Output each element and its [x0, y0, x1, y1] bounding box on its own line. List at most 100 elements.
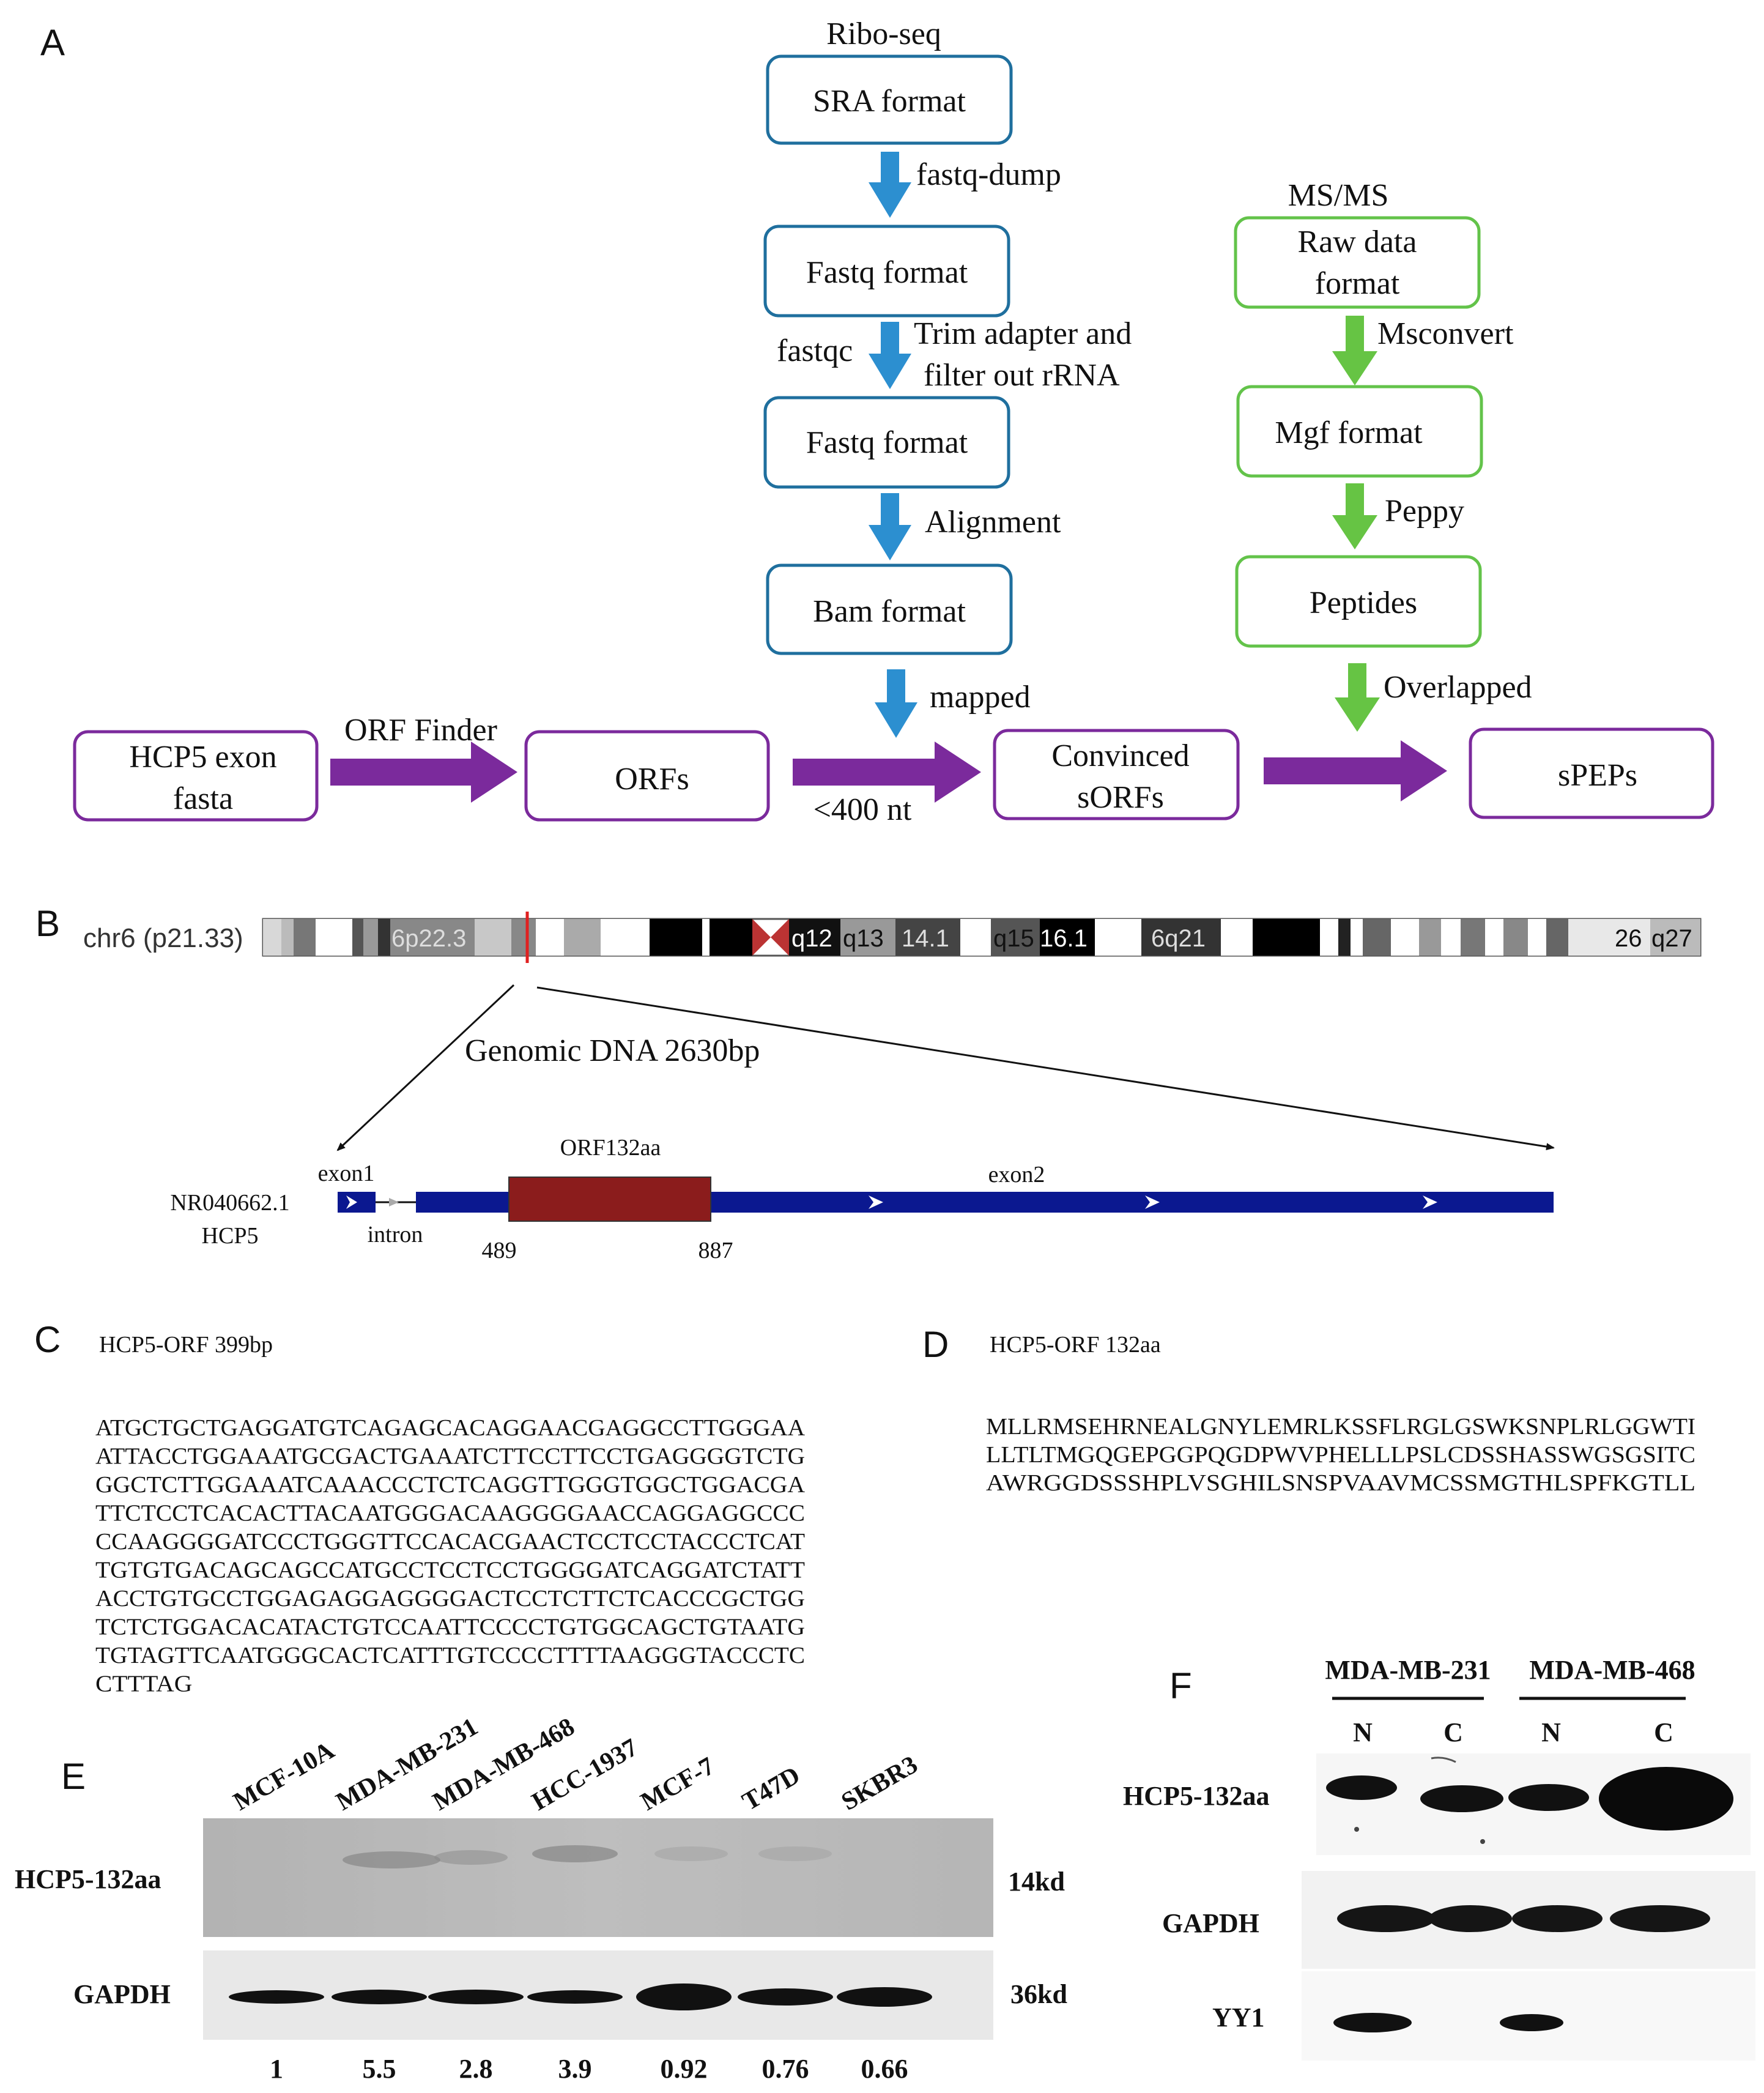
quant-value: 0.66	[861, 2054, 908, 2084]
gapdh-band	[229, 1990, 324, 2004]
trim-adapter-label: Trim adapter and	[914, 316, 1132, 351]
blot-e-size2: 36kd	[1010, 1979, 1067, 2009]
sequence-c-title: HCP5-ORF 399bp	[99, 1332, 273, 1358]
quant-value: 0.76	[762, 2054, 809, 2084]
dna-sequence-line: CTTTAG	[95, 1671, 192, 1697]
band-label-26: 26	[1615, 925, 1642, 952]
panel-label-b: B	[35, 903, 60, 944]
panel-label-f: F	[1169, 1665, 1192, 1706]
bam-format-box: Bam format	[766, 563, 1013, 655]
dna-sequence-line: TGTGTGACAGCAGCCATGCCTCCTCCTGGGGATCAGGATC…	[95, 1558, 805, 1583]
blot-e-gapdh-row	[203, 1950, 993, 2040]
overlapped-label: Overlapped	[1384, 670, 1532, 705]
protein-sequence-line: LLTLTMGQGEPGGPQGDPWVPHELLLPSLCDSSHASSWGS…	[986, 1442, 1695, 1468]
fastq-format-label-1: Fastq format	[806, 255, 968, 290]
genomic-dna-label: Genomic DNA 2630bp	[465, 1033, 760, 1068]
band-label-16-1: 16.1	[1040, 925, 1088, 952]
orf-end-position: 887	[699, 1238, 733, 1263]
bam-format-label: Bam format	[813, 594, 966, 629]
gapdh-band	[636, 1983, 732, 2010]
quant-value: 3.9	[558, 2054, 592, 2084]
fasta-label: fasta	[173, 781, 233, 816]
cell-line-label: MCF-10A	[229, 1736, 339, 1816]
fastq-dump-label: fastq-dump	[916, 157, 1061, 192]
msconvert-label: Msconvert	[1377, 316, 1514, 351]
blot-e-row2-label: GAPDH	[73, 1979, 171, 2009]
orfs-box: ORFs	[524, 730, 770, 822]
dna-sequence-line: TGTAGTTCAATGGGCACTCATTTGTCCCCTTTTAAGGGTA…	[95, 1643, 805, 1668]
orfs-label: ORFs	[615, 762, 689, 797]
peptides-box: Peptides	[1235, 555, 1482, 648]
blue-arrow-2	[869, 322, 911, 389]
blot-f-group1: MDA-MB-231	[1325, 1655, 1491, 1685]
fastqc-label: fastqc	[777, 333, 853, 368]
orf-finder-label: ORF Finder	[344, 713, 497, 748]
blot-f-gapdh-row	[1302, 1871, 1755, 1969]
filter-rrna-label: filter out rRNA	[924, 358, 1120, 393]
orf-label: ORF132aa	[560, 1135, 661, 1161]
blue-arrow-3	[869, 493, 911, 560]
orf-start-position: 489	[482, 1238, 517, 1263]
cell-line-label: MCF-7	[636, 1752, 719, 1816]
fastq-format-box-1: Fastq format	[763, 225, 1010, 318]
blue-arrow-4	[875, 669, 917, 738]
blot-f-row3-label: YY1	[1212, 2002, 1265, 2032]
msms-header: MS/MS	[1288, 178, 1389, 213]
blot-f-hcp5-row	[1316, 1753, 1751, 1855]
exon1-label: exon1	[318, 1161, 375, 1186]
band-label-q15: q15	[993, 925, 1034, 952]
blot-e-row1-label: HCP5-132aa	[15, 1864, 161, 1894]
blot-e-size1: 14kd	[1008, 1867, 1065, 1897]
panel-label-a: A	[40, 22, 65, 63]
blot-f-group2: MDA-MB-468	[1529, 1655, 1695, 1685]
raw-data-label-1: Raw data	[1298, 225, 1417, 259]
orf-132aa-box	[508, 1177, 711, 1222]
gapdh-band	[332, 1990, 427, 2004]
cell-line-labels: MCF-10AMDA-MB-231MDA-MB-468HCC-1937MCF-7…	[229, 1712, 922, 1816]
zoom-line-right	[536, 986, 1555, 1151]
gapdh-band	[428, 1990, 524, 2004]
gapdh-band	[738, 1988, 833, 2006]
transcript-model	[338, 1177, 1554, 1222]
dna-sequence-line: TCTCTGGACACATACTGTCCAATTCCCCTGTGGCAGCTGT…	[95, 1615, 805, 1640]
exon2-label: exon2	[988, 1162, 1045, 1188]
cell-line-label: SKBR3	[837, 1750, 922, 1816]
raw-data-label-2: format	[1315, 266, 1400, 301]
protein-sequence-line: MLLRMSEHRNEALGNYLEMRLKSSFLRGLGSWKSNPLRLG…	[986, 1414, 1695, 1440]
quant-value: 0.92	[661, 2054, 708, 2084]
mgf-format-label: Mgf format	[1275, 415, 1423, 450]
nucleotide-sequence: ATGCTGCTGAGGATGTCAGAGCACAGGAACGAGGCCTTGG…	[95, 1415, 806, 1697]
band-label-q12: q12	[791, 925, 832, 952]
alignment-label: Alignment	[925, 505, 1061, 540]
dna-sequence-line: CCAAGGGGATCCCTGGGTTCCACACGAACTCCTCCTACCC…	[95, 1529, 805, 1555]
mapped-label: mapped	[930, 680, 1031, 715]
speps-box: sPEPs	[1469, 727, 1714, 819]
chromosome-label: chr6 (p21.33)	[83, 923, 243, 953]
transcript-name: HCP5	[202, 1223, 259, 1249]
fraction-label: C	[1654, 1717, 1673, 1747]
quant-value: 5.5	[363, 2054, 396, 2084]
band-label-6p22-3: 6p22.3	[391, 925, 466, 952]
protein-sequence-line: AWRGGDSSSHPLVSGHILSNSPVAAVMCSSMGTHLSPFKG…	[986, 1470, 1695, 1496]
blot-f-row2-label: GAPDH	[1162, 1908, 1259, 1938]
convinced-label: Convinced	[1051, 738, 1189, 773]
transcript-id: NR040662.1	[170, 1190, 289, 1216]
sra-format-box: SRA format	[766, 54, 1013, 145]
fastq-format-label-2: Fastq format	[806, 425, 968, 460]
blue-arrow-1	[869, 152, 911, 218]
gapdh-band	[527, 1990, 623, 2004]
panel-label-c: C	[34, 1319, 61, 1360]
fraction-label: C	[1443, 1717, 1463, 1747]
dna-sequence-line: ATGCTGCTGAGGATGTCAGAGCACAGGAACGAGGCCTTGG…	[95, 1415, 806, 1441]
hcp5-exon-fasta-box: HCP5 exon fasta	[73, 730, 319, 822]
dna-sequence-line: GGCTCTTGGAAATCAAACCCTCTCAGGTTGGGTGGCTGGA…	[95, 1472, 806, 1498]
intron-label: intron	[368, 1222, 423, 1247]
convinced-sorfs-box: Convinced sORFs	[993, 729, 1240, 820]
green-arrow-2	[1332, 483, 1377, 549]
sequence-d-title: HCP5-ORF 132aa	[990, 1332, 1161, 1358]
raw-data-box: Raw data format	[1234, 216, 1481, 309]
green-arrow-3	[1335, 663, 1380, 732]
gapdh-band	[837, 1987, 932, 2007]
band-label-q27: q27	[1651, 925, 1692, 952]
green-arrow-1	[1332, 316, 1377, 385]
